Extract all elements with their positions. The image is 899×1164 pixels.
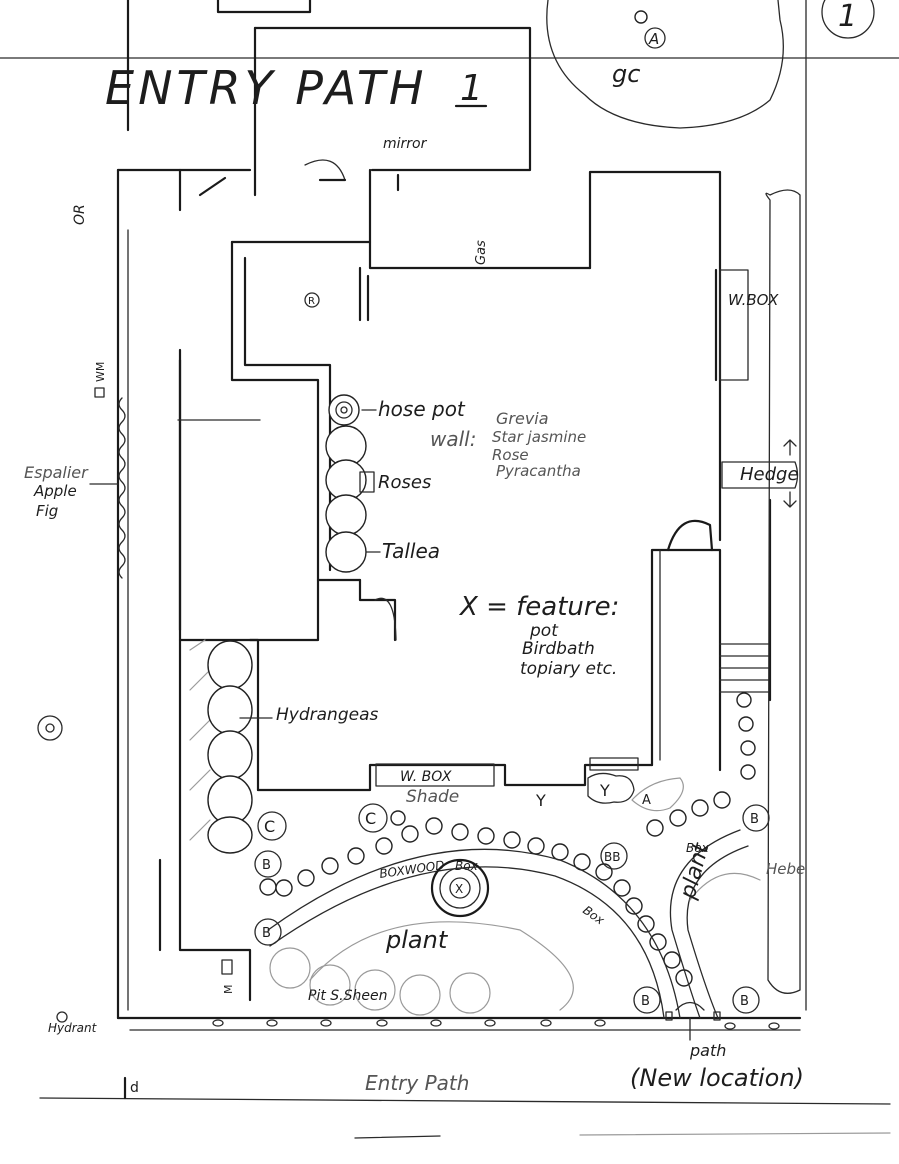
feature-x-marker: X bbox=[455, 882, 463, 896]
hydrant-label: Hydrant bbox=[48, 1021, 98, 1035]
espalier-item-1: Apple bbox=[33, 482, 77, 500]
espalier-item-2: Fig bbox=[36, 502, 58, 520]
marker-b-5-label: B bbox=[750, 812, 759, 827]
mirror-label: mirror bbox=[383, 136, 428, 152]
wm-meter: WM bbox=[94, 362, 107, 398]
house-walls bbox=[116, 159, 802, 1100]
wall-plant-3: Rose bbox=[492, 446, 529, 464]
plant-label-right: plant bbox=[675, 840, 714, 903]
wall-plant-2: Star jasmine bbox=[492, 428, 586, 446]
roses-label: Roses bbox=[378, 472, 431, 493]
marker-b-3: B bbox=[633, 986, 661, 1014]
marker-b-2-label: B bbox=[262, 926, 271, 941]
wall-label: wall: bbox=[430, 427, 476, 451]
plan-title: ENTRY PATH bbox=[105, 61, 428, 115]
marker-bb: BB bbox=[600, 842, 628, 870]
marker-a-label: A bbox=[642, 793, 651, 808]
r-mark-label: R bbox=[308, 296, 315, 307]
hebe-label: Hebe bbox=[766, 860, 805, 878]
street-edge-dots bbox=[212, 1019, 780, 1030]
path-gate bbox=[665, 1001, 721, 1041]
feature-label-line3: Birdbath bbox=[522, 639, 595, 659]
feature-x-birdbath: X bbox=[430, 858, 490, 918]
hydrant-left-marker bbox=[37, 715, 63, 741]
wm-label: WM bbox=[94, 362, 107, 382]
wall-plant-4: Pyracantha bbox=[496, 462, 581, 480]
wall-plant-1: Grevia bbox=[496, 409, 549, 428]
plant-label-left: plant bbox=[385, 926, 449, 954]
pittosporum-row bbox=[269, 947, 491, 1016]
entry-path-label: Entry Path bbox=[365, 1071, 469, 1095]
feature-label-line1: X = feature: bbox=[458, 592, 619, 622]
box-label-path: Box bbox=[580, 903, 607, 928]
new-location-label: (New location) bbox=[630, 1064, 804, 1092]
marker-b-4: B bbox=[732, 986, 760, 1014]
marker-bb-label: BB bbox=[604, 850, 620, 864]
hose-pot-label: hose pot bbox=[378, 397, 466, 421]
path-label: path bbox=[689, 1041, 726, 1060]
tallea-label: Tallea bbox=[382, 539, 440, 563]
espalier-vine bbox=[89, 397, 126, 579]
marker-c-left-label: C bbox=[264, 817, 275, 836]
hedge-right: Hedge bbox=[721, 189, 801, 994]
window-box-bottom: W. BOX bbox=[375, 757, 639, 787]
tree-top-right: A gc bbox=[546, 0, 784, 129]
hedge-label: Hedge bbox=[740, 464, 799, 485]
street-hydrant bbox=[56, 1011, 68, 1023]
meter-box-small bbox=[221, 959, 233, 975]
m-mark-label: M bbox=[222, 985, 235, 995]
marker-b-4-label: B bbox=[740, 994, 749, 1009]
marker-a-shrub: A bbox=[631, 777, 684, 812]
sheet-border-lines bbox=[0, 0, 899, 1136]
pittosporum-label: Pit S.Sheen bbox=[308, 988, 387, 1004]
window-box-right-label: W.BOX bbox=[728, 291, 779, 309]
marker-b-1: B bbox=[254, 850, 282, 878]
boxwood-label: BOXWOOD bbox=[378, 858, 445, 881]
marker-y-1: Y bbox=[535, 791, 546, 810]
hydrangea-row bbox=[189, 639, 273, 854]
feature-label-line4: topiary etc. bbox=[520, 659, 617, 679]
marker-c-left: C bbox=[257, 811, 287, 841]
boxwood-hedge bbox=[259, 692, 756, 987]
marker-y-2-label: Y bbox=[599, 781, 610, 800]
window-box-right: W.BOX bbox=[714, 268, 779, 382]
feature-label-line2: pot bbox=[529, 621, 559, 641]
shade-label: Shade bbox=[406, 787, 459, 807]
espalier-label: Espalier bbox=[24, 463, 89, 482]
marker-b-2: B bbox=[254, 918, 282, 946]
r-mark: R bbox=[304, 292, 320, 308]
box-label-right: Box bbox=[686, 841, 710, 855]
neighbor-structure-top bbox=[126, 0, 532, 197]
marker-c-mid-label: C bbox=[365, 809, 376, 828]
marker-c-mid: C bbox=[358, 803, 388, 833]
rose-column bbox=[325, 394, 375, 573]
curved-garden-path bbox=[267, 829, 761, 1019]
marker-y-2: Y bbox=[587, 772, 635, 804]
sheet-corner-number-badge: 1 bbox=[821, 0, 875, 39]
sheet-corner-number: 1 bbox=[838, 0, 857, 34]
groundcover-label: gc bbox=[612, 60, 640, 88]
marker-y-1-label: Y bbox=[535, 791, 546, 810]
plan-page-number: 1 bbox=[460, 68, 483, 109]
gas-label: Gas bbox=[474, 240, 489, 265]
window-box-bottom-label: W. BOX bbox=[400, 769, 452, 785]
marker-b-3-label: B bbox=[641, 994, 650, 1009]
marker-b-1-label: B bbox=[262, 858, 271, 873]
d-mark-label: d bbox=[130, 1080, 139, 1096]
hydrangeas-label: Hydrangeas bbox=[276, 705, 378, 725]
or-label: OR bbox=[72, 204, 88, 225]
tree-a-label: A bbox=[648, 30, 659, 48]
marker-b-5: B bbox=[742, 804, 770, 832]
